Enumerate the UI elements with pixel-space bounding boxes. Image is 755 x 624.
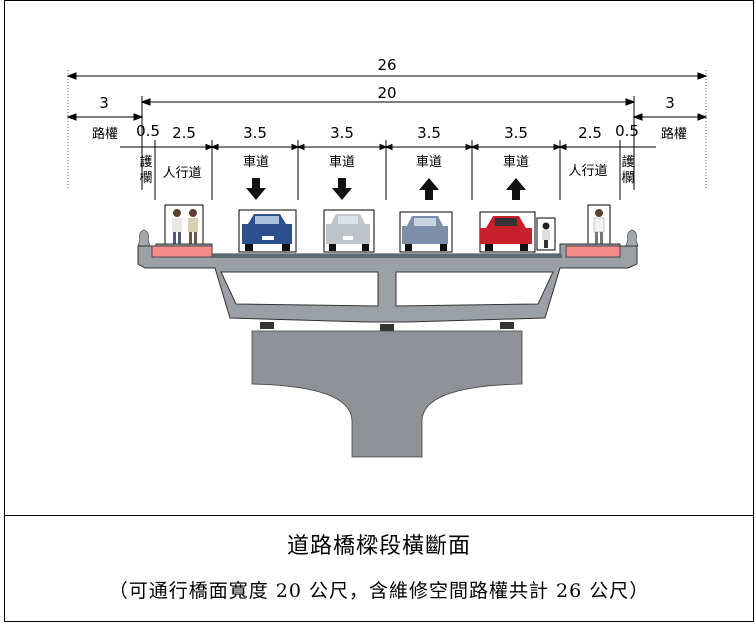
lane-label-3: 車道 xyxy=(416,155,442,170)
motorcycle xyxy=(536,217,556,251)
sidewalk-label-right: 人行道 xyxy=(568,164,607,179)
lane-width-2: 3.5 xyxy=(330,124,354,142)
caption-title: 道路橋樑段橫斷面 xyxy=(286,534,471,559)
cross-section-diagram: 26 20 3 3 路權 路權 0.5 2.5 3.5 3.5 3.5 3.5 … xyxy=(66,56,708,458)
car-lane-3 xyxy=(399,211,453,253)
dimension-row xyxy=(66,113,708,121)
lane-label-2: 車道 xyxy=(329,155,355,170)
arrow-down-icon xyxy=(246,178,266,200)
deck-width-label: 20 xyxy=(377,84,396,102)
pier xyxy=(251,330,523,458)
pedestrian-right xyxy=(587,204,611,248)
car-lane-4 xyxy=(479,211,536,253)
arrow-up-icon xyxy=(506,178,526,200)
guardrail-label-left-2: 欄 xyxy=(139,170,152,186)
dimension-total xyxy=(66,70,708,190)
car-lane-2 xyxy=(323,209,375,253)
sidewalk-width-left: 2.5 xyxy=(172,124,196,142)
arrow-down-icon xyxy=(332,178,352,200)
guardrail-label-left-1: 護 xyxy=(139,154,152,170)
guardrail-label-right-1: 護 xyxy=(621,154,634,170)
caption-subtitle: （可通行橋面寬度 20 公尺，含維修空間路權共計 26 公尺） xyxy=(108,580,650,602)
guardrail-width-left: 0.5 xyxy=(136,122,160,140)
sidewalk-label-left: 人行道 xyxy=(162,166,201,181)
lane-width-1: 3.5 xyxy=(243,124,267,142)
row-width-left: 3 xyxy=(99,94,109,112)
row-width-right: 3 xyxy=(665,94,675,112)
caption-divider xyxy=(4,515,754,516)
row-label-right: 路權 xyxy=(661,126,687,142)
bridge-superstructure xyxy=(137,229,639,331)
pedestrians-left xyxy=(164,204,204,248)
lane-label-4: 車道 xyxy=(503,155,529,170)
guardrail-label-right-2: 欄 xyxy=(621,170,634,186)
dimension-components xyxy=(120,140,656,200)
lane-width-3: 3.5 xyxy=(417,124,441,142)
dimension-deck xyxy=(140,96,636,190)
car-lane-1 xyxy=(238,209,297,253)
row-label-left: 路權 xyxy=(92,126,118,142)
total-width-label: 26 xyxy=(377,56,396,74)
sidewalk-width-right: 2.5 xyxy=(578,124,602,142)
arrow-up-icon xyxy=(419,178,439,200)
lane-label-1: 車道 xyxy=(243,155,269,170)
lane-width-4: 3.5 xyxy=(504,124,528,142)
guardrail-width-right: 0.5 xyxy=(615,122,639,140)
direction-arrows xyxy=(246,178,526,200)
